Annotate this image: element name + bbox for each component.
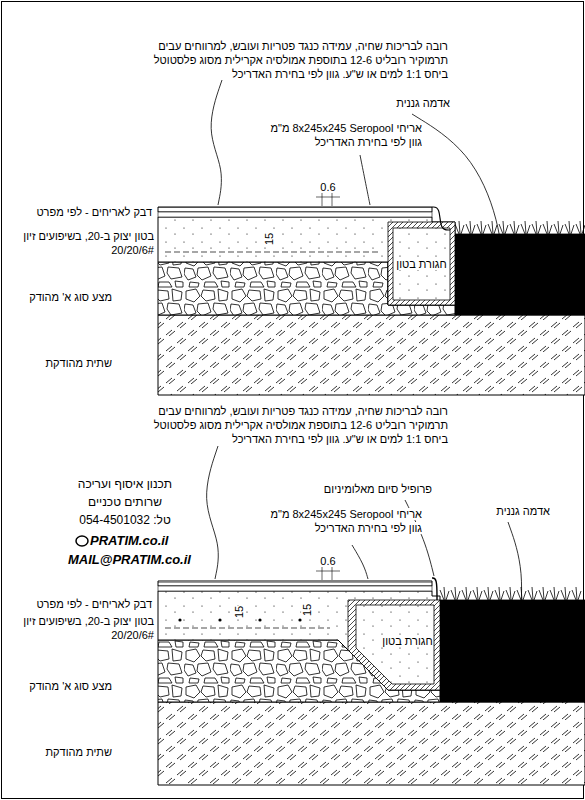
- dimension-line: [322, 193, 323, 206]
- dimension-line: [332, 193, 333, 206]
- concrete-slab: [158, 591, 440, 690]
- material-label: מצע סוג א' מהודק: [2, 291, 112, 305]
- material-label: מצע סוג א' מהודק: [2, 680, 112, 694]
- rebar-dot: [178, 618, 181, 621]
- concrete-slab: [158, 217, 455, 305]
- dimension: 15: [301, 602, 315, 618]
- material-label: דבק לאריחים - לפי מפרט: [2, 206, 152, 220]
- dimension-line: [322, 567, 323, 580]
- garden-soil: [440, 600, 585, 702]
- node-text: חגורת בטון: [382, 635, 432, 648]
- logo-text: תכנון איסוף ועריכה: [60, 477, 190, 492]
- rebar: [165, 628, 330, 629]
- concrete-belt: [348, 600, 440, 690]
- leader-line: [211, 80, 222, 205]
- rebar-dot: [298, 618, 301, 621]
- tiles: [158, 207, 432, 212]
- node-text: חגורת בטון: [396, 258, 446, 271]
- material-label: אדמה גננית: [370, 97, 450, 111]
- leader-line: [508, 522, 522, 640]
- dimension: 0.6: [316, 555, 340, 569]
- tile-adhesive: [158, 586, 432, 591]
- material-label: אריחי 8x245x245 Seropool מ"מ גוון לפי בח…: [262, 508, 422, 536]
- logo-mark: [76, 536, 88, 546]
- edge-profile: [432, 207, 450, 230]
- garden-soil: [455, 234, 585, 315]
- dimension-line: [316, 197, 340, 198]
- aluminium-profile: [432, 578, 437, 600]
- concrete-belt: [388, 222, 455, 305]
- concrete-belt-box: חגורת בטון: [394, 229, 449, 299]
- material-label: פרופיל סיום מאלומיניום: [290, 483, 432, 497]
- rebar: [165, 252, 380, 253]
- leader-line: [207, 446, 219, 579]
- logo-text: טל: 054-4501032: [60, 513, 190, 528]
- dimension: 15: [263, 231, 277, 247]
- compacted-earth: [158, 702, 585, 785]
- rebar-dot: [218, 618, 221, 621]
- material-label: אדמה גננית: [470, 505, 550, 519]
- dimension: 15: [233, 604, 247, 620]
- leader-line: [360, 155, 370, 205]
- note: רובה לבריכות שחיה, עמידה כנגד פטריות ועו…: [128, 40, 448, 81]
- concrete-belt-box: חגורת בטון: [382, 606, 433, 676]
- material-label: אריחי 8x245x245 Seropool מ"מ גוון לפי בח…: [262, 122, 422, 150]
- concrete-belt-core: [393, 228, 450, 300]
- grass: [455, 221, 585, 234]
- compacted-earth: [158, 315, 585, 395]
- material-label: דבק לאריחים - לפי מפרט: [2, 598, 152, 612]
- material-label: בטון יצוק ב-20, בשיפועים זיון 20/20/6#: [2, 230, 154, 258]
- dimension-line: [316, 571, 340, 572]
- rebar-dot: [258, 618, 261, 621]
- grass: [440, 587, 581, 600]
- concrete-belt-core: [356, 605, 434, 684]
- material-label: שתית מהודקת: [2, 746, 112, 760]
- leader-line: [352, 545, 368, 579]
- logo-text: שרותים טכניים: [60, 495, 190, 510]
- tiles: [158, 581, 432, 586]
- logo-text: PRATIM.co.il: [90, 533, 200, 549]
- material-label: שתית מהודקת: [2, 357, 112, 371]
- material-label: בטון יצוק ב-20, בשיפועים זיון 20/20/6#: [2, 615, 154, 643]
- note: רובה לבריכות שחיה, עמידה כנגד פטריות ועו…: [128, 405, 448, 446]
- dimension-line: [332, 567, 333, 580]
- tile-adhesive: [158, 212, 432, 217]
- dimension: 0.6: [316, 181, 340, 195]
- logo-text: MAIL@PRATIM.co.il: [68, 552, 218, 568]
